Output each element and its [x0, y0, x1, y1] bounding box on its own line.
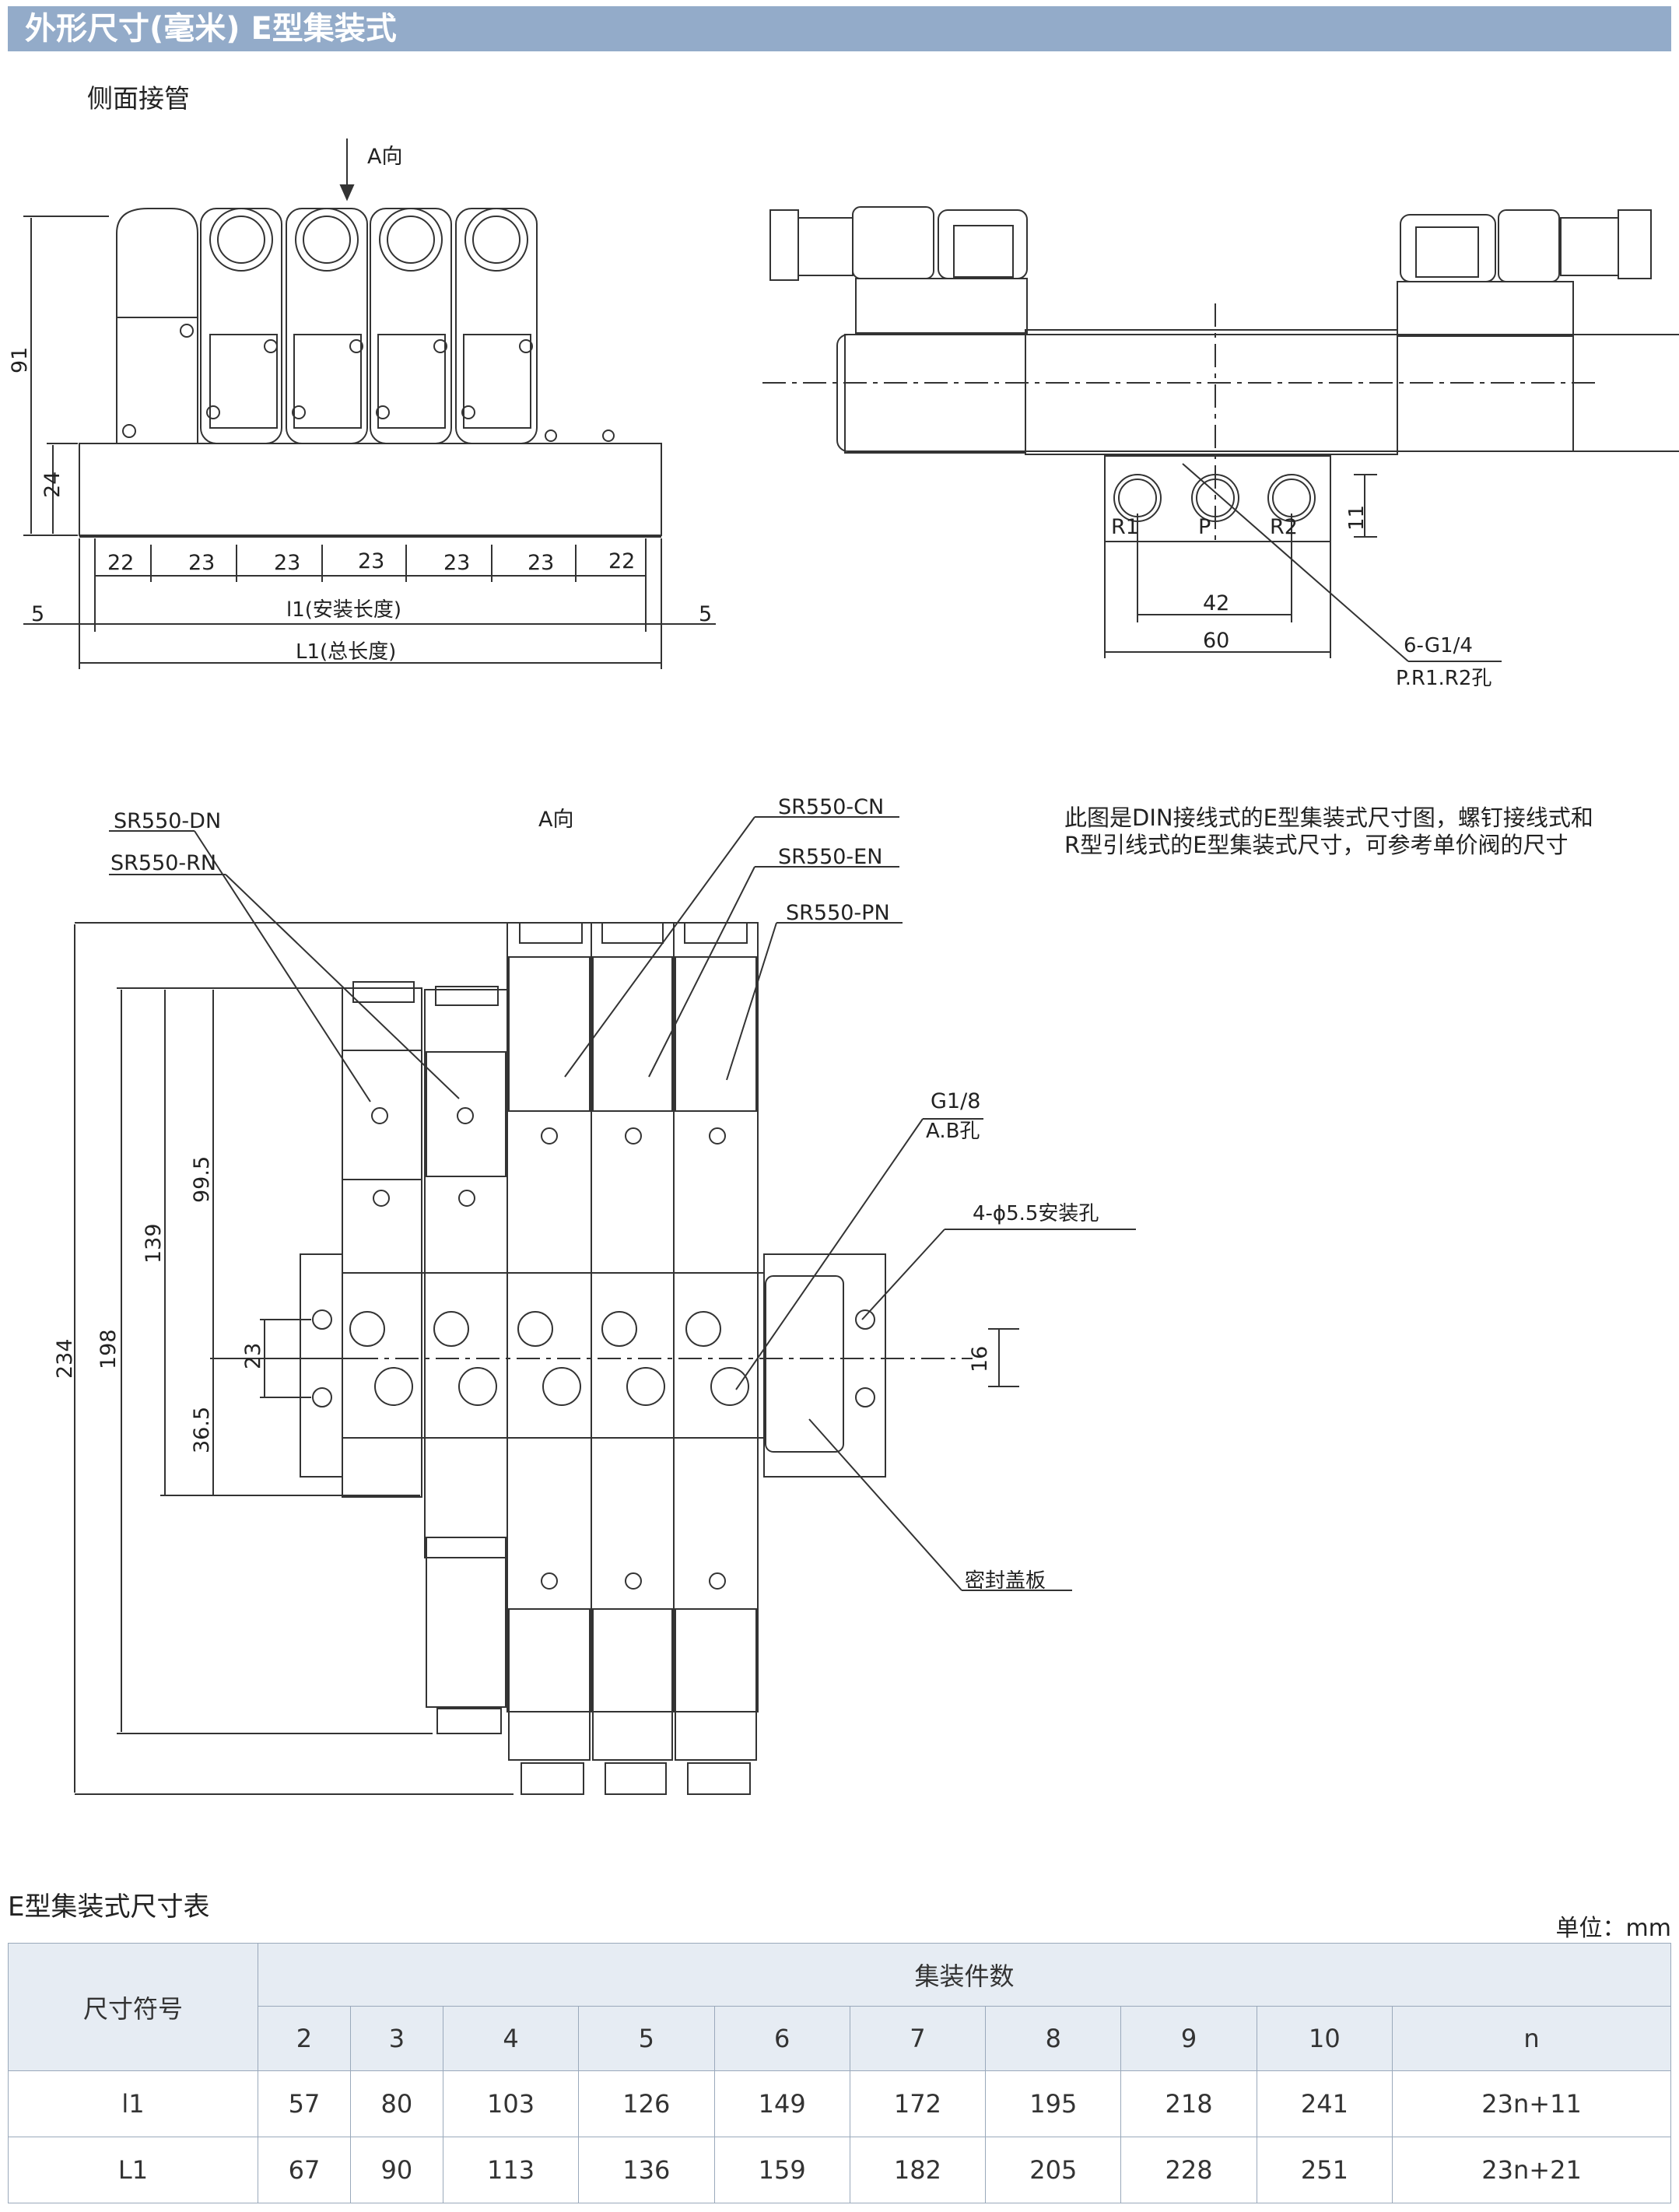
pitch-label: 23: [274, 551, 300, 575]
mounting-holes-callout: 4-ϕ5.5安装孔: [973, 1202, 1099, 1225]
dim-24: 24: [40, 471, 65, 498]
table-cell: 182: [849, 2137, 987, 2203]
table-cell: 80: [349, 2070, 443, 2137]
table-cell: 159: [713, 2137, 850, 2203]
total-length-label: L1(总长度): [296, 640, 396, 664]
port-label-r1: R1: [1111, 515, 1139, 539]
column-header: 7: [849, 2006, 987, 2071]
header-bar: 外形尺寸(毫米) E型集装式: [8, 6, 1671, 51]
side-view-label: 侧面接管: [87, 83, 190, 114]
table-cell: 205: [985, 2137, 1122, 2203]
table-cell: 241: [1256, 2070, 1393, 2137]
column-header: 9: [1120, 2006, 1257, 2071]
ab-ports-callout-line2: A.B孔: [926, 1120, 980, 1143]
wiring-note: 此图是DIN接线式的E型集装式尺寸图，螺钉接线式和R型引线式的E型集装式尺寸，可…: [1064, 805, 1593, 858]
page-title: 外形尺寸(毫米) E型集装式: [25, 11, 397, 47]
dim-139: 139: [142, 1223, 166, 1264]
seal-cover-callout: 密封盖板: [965, 1569, 1046, 1593]
dim-5-left: 5: [31, 602, 44, 626]
pitch-label: 23: [443, 551, 470, 575]
dim-11: 11: [1345, 505, 1369, 531]
dim-99-5: 99.5: [190, 1156, 214, 1203]
column-header: 8: [985, 2006, 1122, 2071]
model-label-cn: SR550-CN: [778, 795, 884, 819]
pitch-label: 22: [608, 549, 635, 573]
row-label: L1: [8, 2137, 258, 2203]
table-cell: 23n+11: [1392, 2070, 1671, 2137]
dim-5-right: 5: [699, 602, 712, 626]
direction-mark-a-top: A向: [538, 808, 573, 832]
solenoid-coils: [200, 208, 538, 444]
ab-ports-callout-line1: G1/8: [931, 1089, 980, 1113]
dim-16: 16: [968, 1346, 992, 1372]
ports-callout-line2: P.R1.R2孔: [1396, 667, 1491, 690]
dim-23: 23: [241, 1343, 265, 1369]
port-label-p: P: [1198, 515, 1211, 539]
ports-callout-line1: 6-G1/4: [1404, 634, 1473, 657]
table-cell: 218: [1120, 2070, 1257, 2137]
direction-mark-a-side: A向: [367, 145, 402, 169]
table-cell: 90: [349, 2137, 443, 2203]
table-cell: 57: [258, 2070, 351, 2137]
count-header: 集装件数: [258, 1943, 1671, 2007]
pitch-label: 23: [528, 551, 554, 575]
column-header: n: [1392, 2006, 1671, 2071]
model-label-dn: SR550-DN: [114, 809, 221, 833]
install-length-label: l1(安装长度): [286, 598, 401, 622]
table-cell: 172: [849, 2070, 987, 2137]
table-cell: 23n+21: [1392, 2137, 1671, 2203]
table-cell: 67: [258, 2137, 351, 2203]
table-row: l1 57 80 103 126 149 172 195 218 241 23n…: [8, 2070, 1671, 2137]
table-cell: 149: [713, 2070, 850, 2137]
table-cell: 136: [578, 2137, 715, 2203]
table-cell: 228: [1120, 2137, 1257, 2203]
model-label-en: SR550-EN: [778, 845, 882, 869]
dimension-table: 尺寸符号 集装件数 2 3 4 5 6 7 8 9 10 n l1 57 80 …: [8, 1943, 1671, 2203]
model-label-pn: SR550-PN: [786, 901, 890, 925]
column-header: 5: [578, 2006, 715, 2071]
dim-198: 198: [96, 1329, 121, 1369]
symbol-header: 尺寸符号: [8, 1943, 258, 2071]
dim-234: 234: [53, 1338, 77, 1379]
dim-91: 91: [8, 347, 32, 373]
pitch-label: 23: [358, 549, 384, 573]
dim-60: 60: [1203, 629, 1229, 653]
column-header: 10: [1256, 2006, 1393, 2071]
table-unit: 单位：mm: [1555, 1915, 1671, 1942]
dim-36-5: 36.5: [190, 1407, 214, 1453]
table-title: E型集装式尺寸表: [8, 1891, 210, 1923]
row-label: l1: [8, 2070, 258, 2137]
table-cell: 251: [1256, 2137, 1393, 2203]
column-header: 2: [258, 2006, 351, 2071]
table-cell: 126: [578, 2070, 715, 2137]
column-header: 3: [349, 2006, 443, 2071]
pitch-label: 23: [188, 551, 215, 575]
port-label-r2: R2: [1270, 515, 1298, 539]
table-cell: 103: [442, 2070, 580, 2137]
table-cell: 113: [442, 2137, 580, 2203]
dim-42: 42: [1203, 591, 1229, 615]
model-label-rn: SR550-RN: [110, 851, 216, 875]
table-cell: 195: [985, 2070, 1122, 2137]
table-row: L1 67 90 113 136 159 182 205 228 251 23n…: [8, 2137, 1671, 2203]
pitch-label: 22: [107, 551, 134, 575]
column-header: 6: [713, 2006, 850, 2071]
column-header: 4: [442, 2006, 580, 2071]
